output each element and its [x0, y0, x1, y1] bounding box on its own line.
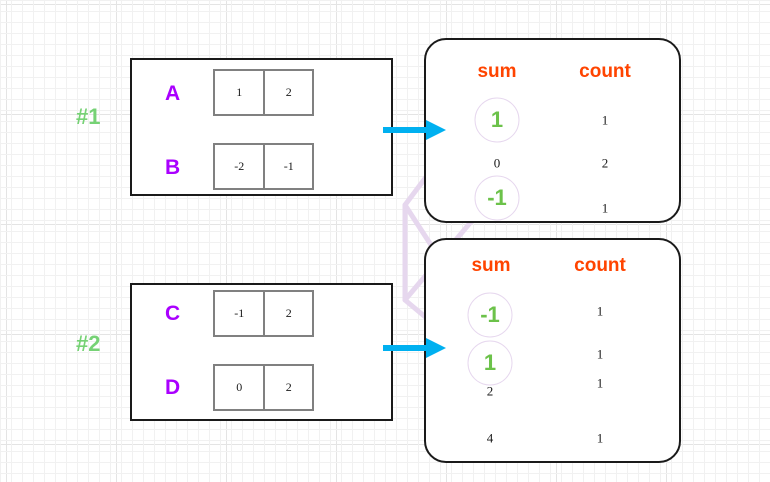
cell-d-0: 0	[236, 380, 243, 394]
arrow-group-2-to-table-2	[383, 338, 446, 358]
agg-table-1-row-2-count: 1	[601, 200, 609, 216]
agg-table-2-row-3-count: 1	[596, 430, 604, 446]
cell-a-1: 2	[263, 71, 312, 114]
row-label-c: C	[165, 302, 181, 325]
agg-table-2-row-2-sum: 2	[486, 383, 494, 399]
row-label-a: A	[165, 82, 181, 105]
agg-table-1-row-1-sum: 0	[493, 155, 501, 171]
cell-b-1: -1	[263, 145, 312, 188]
group-label-1: #1	[76, 104, 101, 129]
cell-b-0: -2	[234, 159, 245, 173]
highlight-circle-t1-r2	[474, 175, 520, 221]
cell-c-0: -1	[234, 306, 245, 320]
agg-table-2-header-count: count	[574, 255, 626, 276]
cell-d-1: 2	[263, 366, 312, 409]
cell-c-1: 2	[263, 292, 312, 335]
agg-table-1-row-0-count: 1	[601, 112, 609, 128]
row-label-b: B	[165, 156, 181, 179]
highlight-circle-t1-r0	[474, 97, 520, 143]
agg-table-2-row-0-sum: -1	[480, 302, 500, 327]
cell-pair-c: -1 2	[213, 290, 314, 337]
agg-table-2	[424, 238, 681, 463]
group-label-2: #2	[76, 331, 101, 356]
agg-table-2-row-2-count: 1	[596, 375, 604, 391]
row-label-d: D	[165, 376, 181, 399]
agg-table-2-row-0-count: 1	[596, 303, 604, 319]
agg-table-2-row-1-count: 1	[596, 346, 604, 362]
cell-pair-b: -2 -1	[213, 143, 314, 190]
arrow-group-1-to-table-1	[383, 120, 446, 140]
agg-table-1-row-0-sum: 1	[490, 107, 504, 132]
cell-pair-a: 1 2	[213, 69, 314, 116]
agg-table-1-header-sum: sum	[477, 61, 517, 82]
cell-pair-d: 0 2	[213, 364, 314, 411]
cell-a-0: 1	[236, 85, 243, 99]
agg-table-1-row-2-sum: -1	[487, 185, 507, 210]
agg-table-1-row-1-count: 2	[601, 155, 609, 171]
agg-table-2-header-sum: sum	[471, 255, 511, 276]
highlight-circle-t2-r0	[467, 292, 513, 338]
agg-table-2-row-1-sum: 1	[483, 350, 497, 375]
highlight-circle-t2-r1	[467, 340, 513, 386]
agg-table-2-row-3-sum: 4	[486, 430, 494, 446]
agg-table-1-header-count: count	[579, 61, 631, 82]
agg-table-1	[424, 38, 681, 223]
